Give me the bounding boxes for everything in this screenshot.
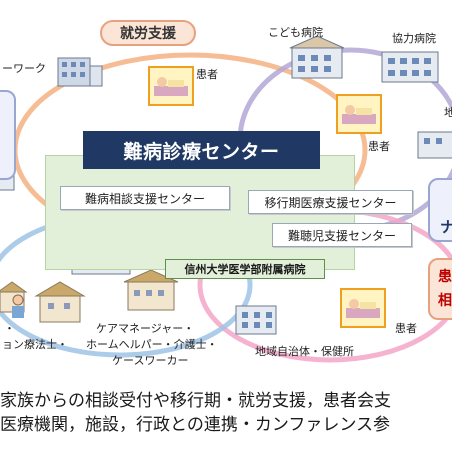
cooperating-hospital-label: 協力病院	[392, 32, 436, 45]
patient-bed-icon-right	[336, 94, 382, 134]
patient-label-top: 患者	[196, 68, 218, 81]
patient-bed-icon-bottom	[340, 288, 386, 328]
rehab-label-1: ・	[4, 322, 15, 335]
hellowork-label: ーワーク	[2, 62, 46, 75]
building-right-partial-icon	[417, 131, 452, 159]
right-red-box: 患 相	[428, 258, 452, 320]
employment-support-label: 就労支援	[100, 20, 196, 46]
building-hellowork-icon	[57, 57, 103, 87]
person-therapist-icon	[12, 294, 24, 318]
rehab-label-2: ョン療法士・	[2, 338, 68, 351]
care-label-3: ケースワーカー	[112, 354, 189, 367]
building-care-office-icon	[123, 269, 179, 311]
footer-line-2: 医療機関，施設，行政との連携・カンファレンス参	[0, 415, 390, 435]
footer-line-1: 家族からの相談受付や移行期・就労支援，患者会支	[0, 391, 391, 411]
building-cooperating-hospital-icon	[381, 51, 439, 83]
transition-medical-support-center: 移行期医療支援センター	[248, 190, 413, 214]
house-care-facility-icon	[34, 281, 86, 323]
patient-label-bottom: 患者	[395, 322, 417, 335]
patient-label-right: 患者	[368, 140, 390, 153]
right-red-text-1: 患	[438, 269, 452, 285]
center-title-banner: 難病診療センター	[83, 131, 320, 169]
care-label-2: ホームヘルパー・介護士・	[86, 338, 218, 351]
deaf-child-support-center: 難聴児支援センター	[272, 223, 412, 247]
care-label-1: ケアマネージャー・	[96, 322, 195, 335]
university-hospital-label: 信州大学医学部附属病院	[165, 259, 325, 279]
patient-bed-icon-top	[148, 66, 194, 106]
building-childrens-hospital-icon	[289, 35, 345, 79]
childrens-hospital-label: こども病院	[268, 26, 323, 39]
left-speech-bubble	[0, 90, 16, 180]
right-cut-label: 地	[444, 106, 452, 119]
right-speech-bubble: ナ	[428, 178, 452, 242]
local-government-label: 地域自治体・保健所	[255, 345, 354, 358]
building-local-government-icon	[235, 305, 277, 335]
right-red-text-2: 相	[438, 293, 452, 309]
consultation-support-center: 難病相談支援センター	[60, 186, 230, 210]
right-speech-text: ナ	[440, 218, 452, 236]
